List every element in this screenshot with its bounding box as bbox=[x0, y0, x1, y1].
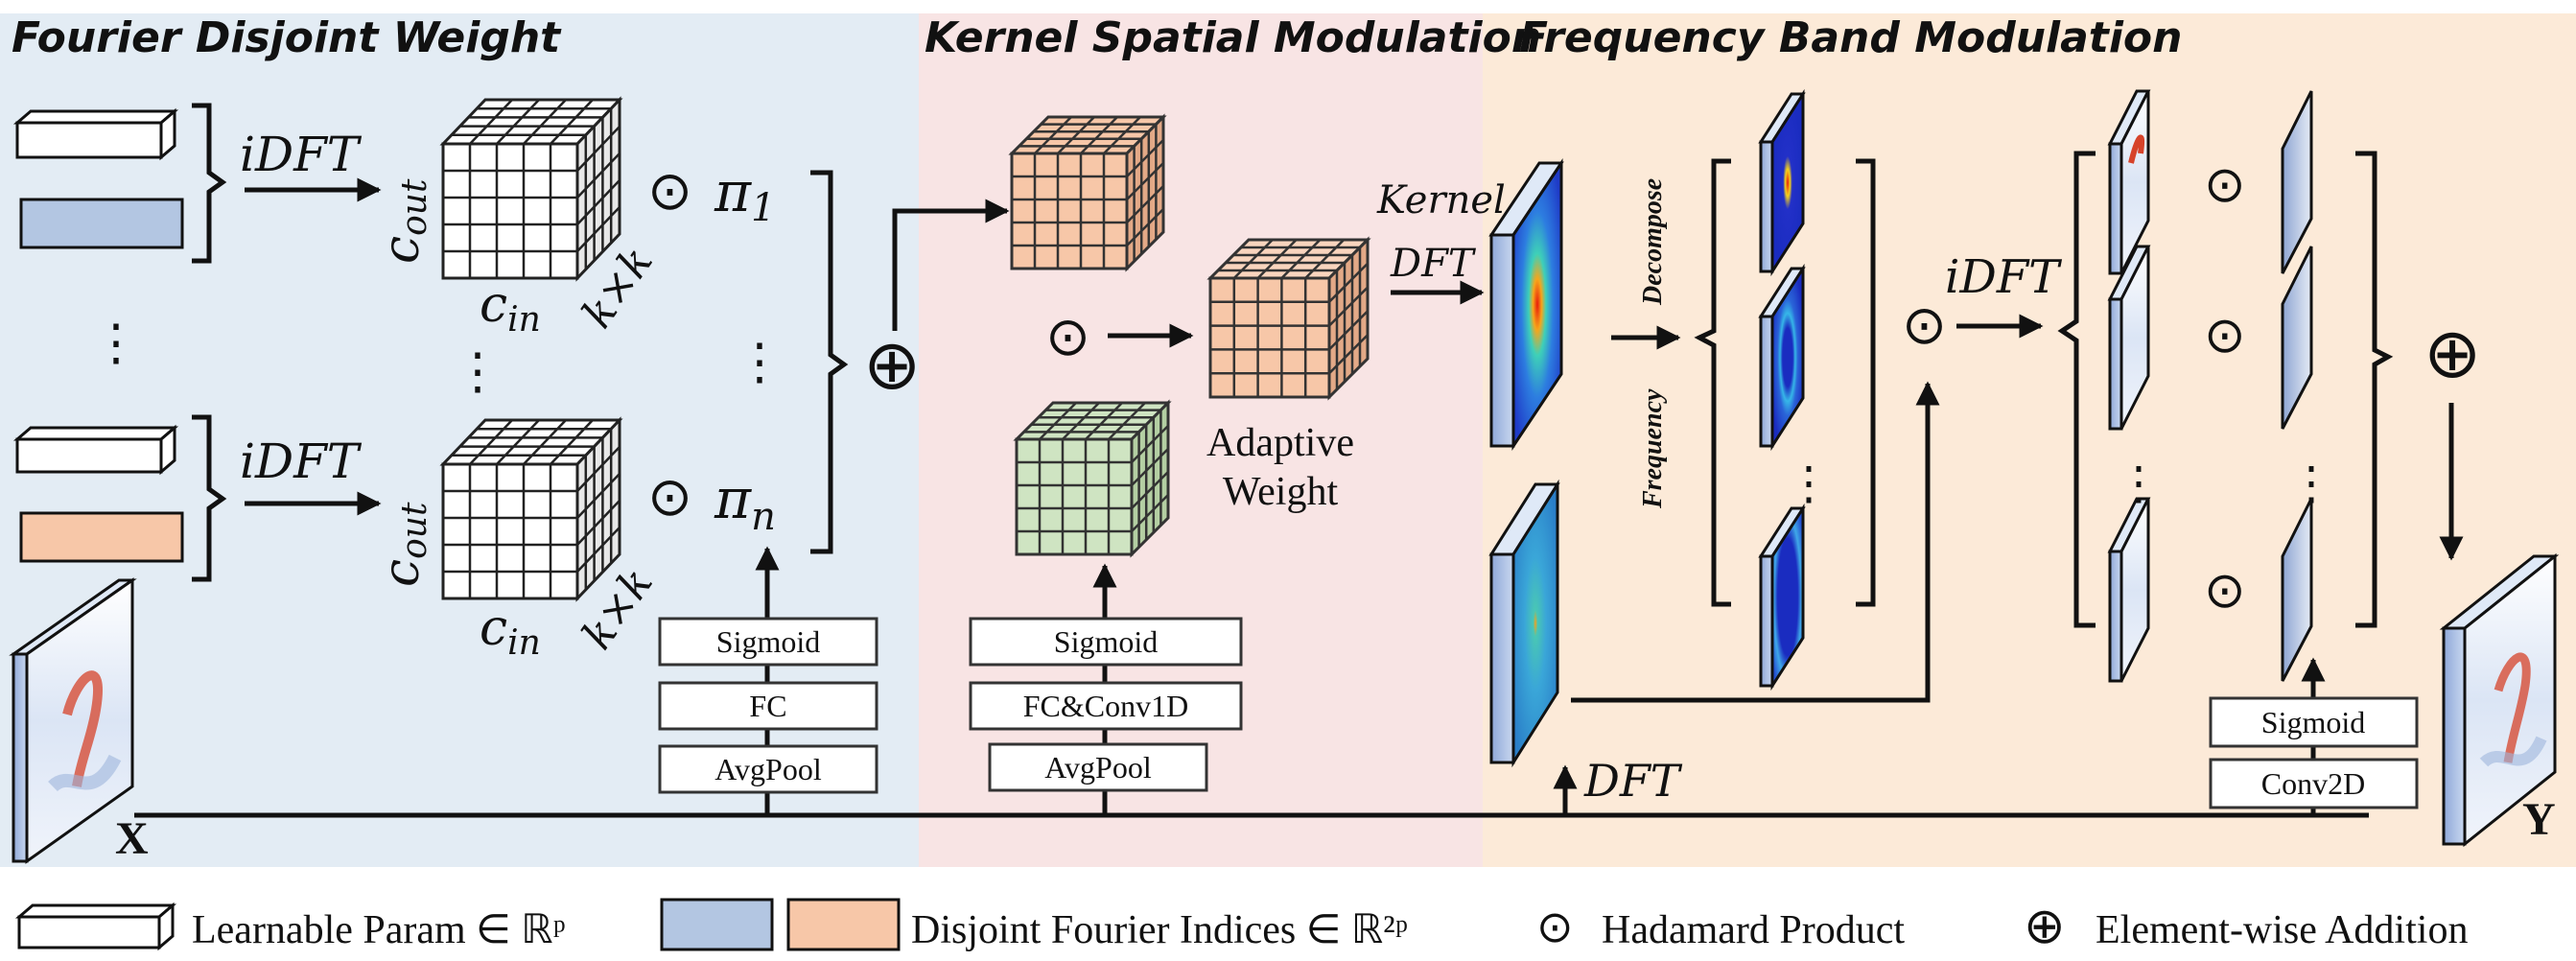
spectrum-to-hadamard-line bbox=[1571, 381, 1940, 703]
band-feature-1 bbox=[2107, 89, 2151, 275]
features-bracket-right bbox=[2355, 151, 2394, 628]
dft-bottom-label: DFT bbox=[1583, 755, 1683, 807]
cout-label-bottom: cout bbox=[373, 502, 434, 587]
bands-bracket-left bbox=[1694, 158, 1731, 607]
add-to-ksm-arrow bbox=[892, 199, 1010, 331]
cin-label-top: cin bbox=[480, 276, 541, 340]
disjoint-index-blue-top bbox=[19, 198, 184, 249]
kernel-spectrum-heatmap bbox=[1488, 158, 1564, 451]
adaptive-weight-line2: Weight bbox=[1223, 470, 1339, 514]
output-image-y bbox=[2439, 552, 2560, 848]
ksm-title: Kernel Spatial Modulation bbox=[925, 13, 1541, 62]
dft-top-label: DFT bbox=[1390, 242, 1477, 286]
fdw-sigmoid-label: Sigmoid bbox=[716, 624, 820, 659]
legend: Learnable Param ∈ ℝᵖ Disjoint Fourier In… bbox=[14, 898, 2468, 955]
idft-top-label: iDFT bbox=[240, 127, 363, 182]
add-op-fbm: ⊕ bbox=[2424, 313, 2481, 393]
hadamard-pi1: ⊙ bbox=[647, 160, 692, 223]
frequency-band-3 bbox=[1758, 503, 1806, 691]
kernel-label: Kernel bbox=[1376, 178, 1506, 223]
cout-label-top: cout bbox=[373, 178, 434, 264]
output-y-label: Y bbox=[2522, 794, 2556, 845]
fdw-sigmoid-box bbox=[658, 617, 878, 667]
legend-learnable-text: Learnable Param ∈ ℝᵖ bbox=[192, 908, 566, 952]
frequency-label: Frequency bbox=[1638, 388, 1668, 509]
fdw-avgpool-label: AvgPool bbox=[714, 752, 822, 786]
input-spectrum-heatmap bbox=[1488, 479, 1560, 768]
idft-bottom-label: iDFT bbox=[240, 434, 363, 489]
fbm-conv2d-label: Conv2D bbox=[2261, 766, 2365, 801]
hadamard-fbm-2: ⊙ bbox=[2204, 307, 2246, 364]
fdw-fc-box bbox=[658, 681, 878, 731]
dots-left: ⋮ bbox=[91, 316, 141, 371]
learnable-param-top bbox=[12, 107, 179, 161]
fbm-sigmoid-box bbox=[2209, 696, 2419, 748]
frequency-bands bbox=[1758, 88, 1806, 691]
ksm-fcconv-box bbox=[969, 681, 1243, 731]
band-weight-1 bbox=[2281, 90, 2313, 274]
ksm-avgpool-box bbox=[988, 742, 1208, 792]
brace-bottom bbox=[192, 414, 227, 582]
adaptive-weight-cube bbox=[1206, 236, 1371, 401]
fdw-avgpool-box bbox=[658, 744, 878, 794]
legend-hadamard-symbol: ⊙ bbox=[1536, 901, 1574, 952]
ksm-section-bg bbox=[919, 13, 1483, 867]
frequency-band-1 bbox=[1758, 88, 1806, 277]
weight-cube-top bbox=[439, 96, 623, 282]
band-features bbox=[2107, 89, 2313, 683]
band-feature-3 bbox=[2107, 497, 2151, 683]
ksm-fcconv-label: FC&Conv1D bbox=[1023, 689, 1188, 723]
features-bracket-left bbox=[2057, 151, 2096, 628]
decompose-label: Decompose bbox=[1638, 178, 1668, 306]
ksm-avgpool-label: AvgPool bbox=[1044, 750, 1152, 785]
band-feature-2 bbox=[2107, 245, 2151, 431]
bands-bracket-right bbox=[1856, 158, 1876, 607]
ksm-sigmoid-label: Sigmoid bbox=[1054, 624, 1158, 659]
hadamard-fbm-1: ⊙ bbox=[2204, 156, 2246, 214]
hadamard-fbm-3: ⊙ bbox=[2204, 562, 2246, 620]
legend-orange-swatch bbox=[786, 898, 901, 951]
ksm-sigmoid-box bbox=[969, 617, 1243, 667]
fdw-title: Fourier Disjoint Weight bbox=[12, 13, 562, 62]
disjoint-index-orange-bottom bbox=[19, 511, 184, 563]
pi1-label: π1 bbox=[714, 159, 776, 230]
idft-fbm-label: iDFT bbox=[1945, 250, 2062, 304]
brace-top bbox=[192, 103, 227, 264]
fbm-sigmoid-label: Sigmoid bbox=[2261, 705, 2365, 739]
band-weight-2 bbox=[2281, 246, 2313, 430]
learnable-param-bottom bbox=[12, 424, 179, 476]
legend-learnable-icon bbox=[14, 902, 177, 951]
input-x-label: X bbox=[115, 813, 149, 864]
legend-disjoint-text: Disjoint Fourier Indices ∈ ℝ²ᵖ bbox=[911, 908, 1408, 952]
weights-dots: ⋮ bbox=[2288, 458, 2334, 509]
adaptive-weight-line1: Adaptive bbox=[1206, 421, 1354, 465]
legend-blue-swatch bbox=[660, 898, 774, 951]
hadamard-pin: ⊙ bbox=[647, 466, 692, 528]
feats-dots: ⋮ bbox=[2116, 458, 2162, 509]
legend-hadamard-text: Hadamard Product bbox=[1602, 908, 1905, 952]
brace-right bbox=[810, 170, 849, 554]
fbm-title: Frequency Band Modulation bbox=[1519, 13, 2182, 62]
add-op-fdw: ⊕ bbox=[863, 324, 921, 405]
bands-dots: ⋮ bbox=[1786, 458, 1832, 509]
hadamard-fbm: ⊙ bbox=[1902, 294, 1947, 357]
band-weight-3 bbox=[2281, 498, 2313, 682]
hadamard-ksm: ⊙ bbox=[1045, 306, 1090, 368]
dots-right: ⋮ bbox=[735, 336, 785, 390]
orange-cube-ksm bbox=[1008, 113, 1167, 272]
input-image-x bbox=[9, 577, 137, 864]
weight-cube-bottom bbox=[439, 416, 623, 602]
pin-label: πn bbox=[714, 466, 776, 539]
frequency-band-2 bbox=[1758, 263, 1806, 452]
legend-add-text: Element-wise Addition bbox=[2096, 908, 2468, 952]
cin-label-bottom: cin bbox=[480, 599, 541, 663]
fdw-fc-label: FC bbox=[749, 689, 786, 723]
fbm-conv2d-box bbox=[2209, 758, 2419, 809]
legend-add-symbol: ⊕ bbox=[2024, 898, 2066, 955]
dots-mid: ⋮ bbox=[453, 345, 503, 400]
green-cube-ksm bbox=[1013, 399, 1172, 558]
